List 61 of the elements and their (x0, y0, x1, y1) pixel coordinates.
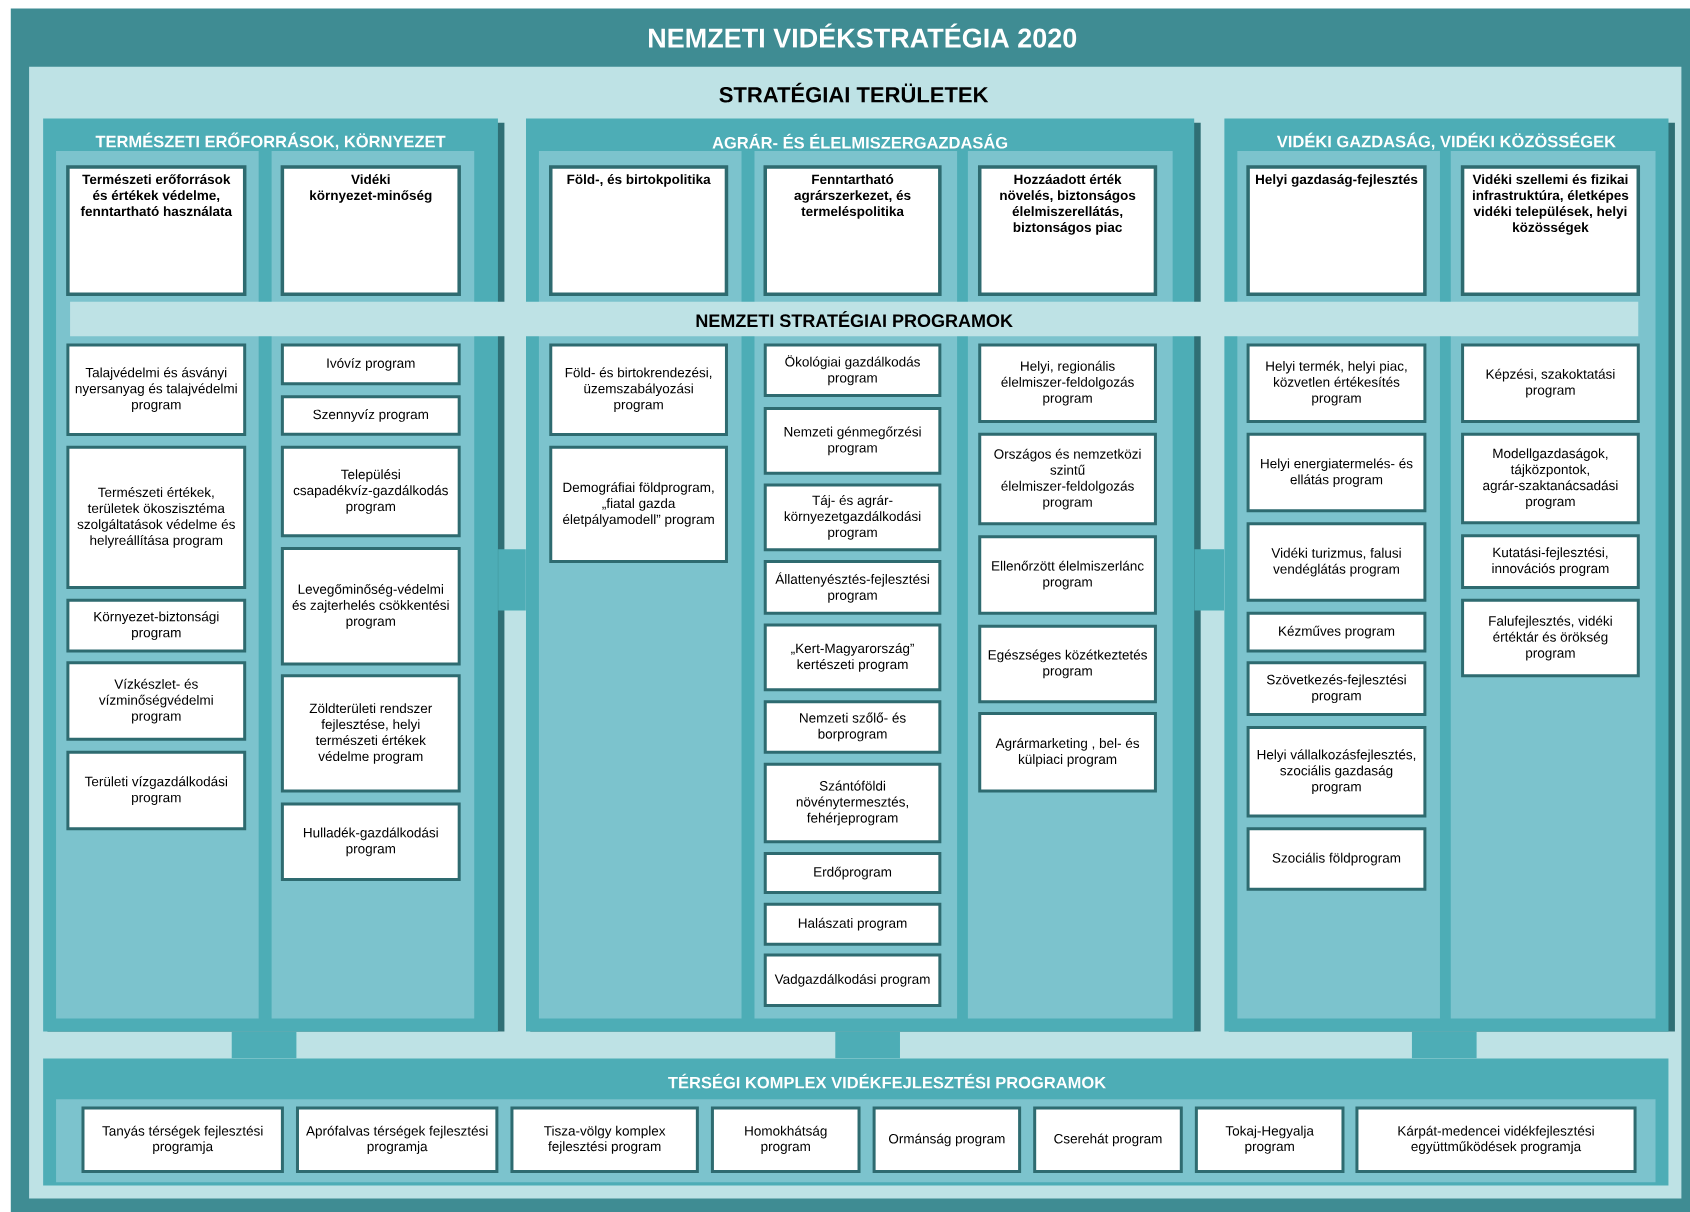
program-box: Helyi energiatermelés- és ellátás program (1246, 432, 1427, 513)
program-box: Hulladék-gazdálkodási program (280, 802, 461, 881)
program-box: Nemzeti szőlő- és borprogram (763, 700, 942, 754)
program-box: Modellgazdaságok, tájközpontok, agrár-szaktanácsadási program (1461, 432, 1640, 525)
program-box: Agrármarketing , bel- és külpiaci program (978, 712, 1157, 793)
program-box: Zöldterületi rendszer fejlesztése, helyi természeti értékek védelme program (280, 674, 461, 793)
connector-block (1411, 1031, 1477, 1059)
program-box: Ökológiai gazdálkodás program (763, 343, 942, 398)
program-box: Szennyvíz program (280, 395, 461, 436)
program-box: Ellenőrzött élelmiszerlánc program (978, 535, 1157, 615)
program-box: Ivóvíz program (280, 343, 461, 386)
program-box: Erdőprogram (763, 852, 942, 894)
program-box: Levegőminőség-védelmi és zajterhelés csökkentési program (280, 547, 461, 666)
program-box: Nemzeti génmegőrzési program (763, 406, 942, 475)
program-box: Talajvédelmi és ásványi nyersanyag és talajvédelmi program (66, 343, 247, 436)
program-box: Országos és nemzetközi szintű élelmiszer-feldolgozás program (978, 432, 1157, 526)
program-box: Demográfiai földprogram, „fiatal gazda életpályamodell” program (549, 445, 728, 563)
program-box: Cserehát program (1033, 1106, 1183, 1174)
program-box: „Kert-Magyarország” kertészeti program (763, 623, 942, 692)
program-box: Állattenyésztés-fejlesztési program (763, 560, 942, 615)
program-box: Vadgazdálkodási program (763, 953, 942, 1008)
program-box: Helyi termék, helyi piac, közvetlen értékesítés program (1246, 343, 1427, 423)
program-box: Környezet-biztonsági program (66, 598, 247, 653)
area-box: Hozzáadott érték növelés, biztonságos élelmiszerellátás, biztonságos piac (978, 165, 1158, 296)
program-box: Szövetkezés-fejlesztési program (1246, 661, 1427, 717)
program-box: Ormánság program (872, 1106, 1022, 1174)
program-box: Homokhátság program (710, 1106, 861, 1174)
program-box: Föld- és birtokrendezési, üzemszabályozási program (549, 343, 728, 436)
area-box: Természeti erőforrások és értékek védelme, fenntartható használata (66, 165, 247, 296)
program-box: Szántóföldi növénytermesztés, fehérjeprogram (763, 762, 942, 844)
area-box: Vidéki szellemi és fizikai infrastruktúra, életképes vidéki települések, helyi közösségek (1460, 165, 1641, 296)
program-box: Egészséges közétkeztetés program (978, 624, 1157, 704)
program-box: Természeti értékek, területek ökoszisztéma szolgáltatások védelme és helyreállítása program (66, 445, 247, 589)
area-box: Helyi gazdaság-fejlesztés (1246, 165, 1427, 296)
program-box: Szociális földprogram (1246, 827, 1427, 891)
program-box: Kárpát-medencei vidékfejlesztési együttműködések programja (1355, 1106, 1637, 1174)
program-box: Tanyás térségek fejlesztési programja (81, 1106, 284, 1174)
area-box: Föld-, és birtokpolitika (549, 165, 729, 296)
program-box: Falufejlesztés, vidéki értéktár és örökség program (1461, 598, 1640, 678)
program-box: Táj- és agrár-környezetgazdálkodási program (763, 483, 942, 552)
program-box: Kézműves program (1246, 611, 1427, 653)
program-box: Települési csapadékvíz-gazdálkodás program (280, 445, 461, 538)
program-box: Tisza-völgy komplex fejlesztési program (510, 1106, 699, 1174)
program-box: Vízkészlet- és vízminőségvédelmi program (66, 661, 247, 741)
area-box: Vidéki környezet-minőség (280, 165, 461, 296)
area-box: Fenntartható agrárszerkezet, és termeléspolitika (763, 165, 942, 296)
band: NEMZETI STRATÉGIAI PROGRAMOK (70, 301, 1639, 337)
connector-block (1194, 549, 1225, 611)
program-box: Halászati program (763, 902, 942, 946)
title: NEMZETI VIDÉKSTRATÉGIA 2020 (649, 23, 1077, 48)
program-box: Területi vízgazdálkodási program (66, 750, 247, 831)
program-box: Helyi, regionális élelmiszer-feldolgozás program (978, 343, 1157, 423)
program-box: Vidéki turizmus, falusi vendéglátás program (1246, 522, 1427, 602)
program-box: Képzési, szakoktatási program (1461, 343, 1640, 423)
connector-block (498, 549, 526, 611)
connector-block (835, 1031, 900, 1059)
program-box: Aprófalvas térségek fejlesztési programja (296, 1106, 499, 1174)
program-box: Kutatási-fejlesztési, innovációs program (1461, 534, 1640, 589)
program-box: Tokaj-Hegyalja program (1194, 1106, 1345, 1174)
program-box: Helyi vállalkozásfejlesztés, szociális gazdaság program (1246, 726, 1427, 818)
connector-block (231, 1031, 297, 1059)
